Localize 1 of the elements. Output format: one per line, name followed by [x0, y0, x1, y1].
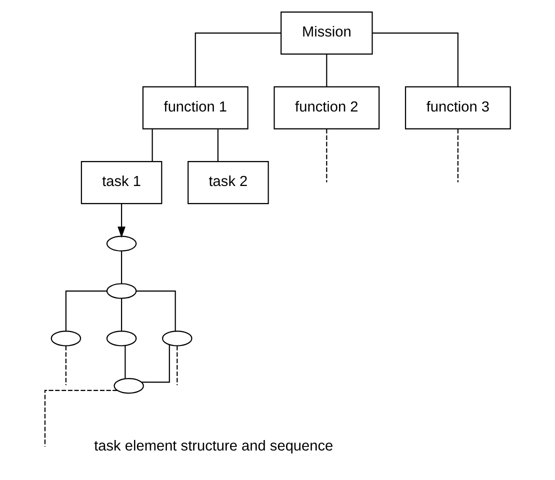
label: task element structure and sequence	[94, 438, 334, 454]
